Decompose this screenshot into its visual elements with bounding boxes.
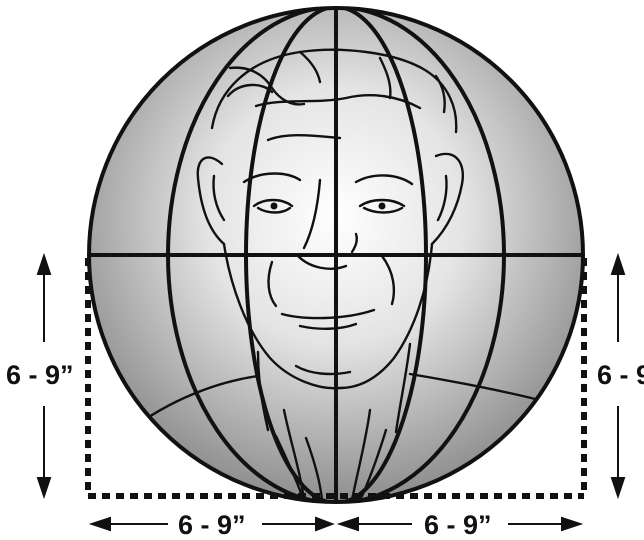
bottom-right-width-label: 6 - 9”	[424, 510, 492, 540]
left-height-label: 6 - 9”	[6, 360, 74, 390]
right-height-label: 6 - 9	[597, 360, 644, 390]
bottom-left-width-label: 6 - 9”	[178, 510, 246, 540]
